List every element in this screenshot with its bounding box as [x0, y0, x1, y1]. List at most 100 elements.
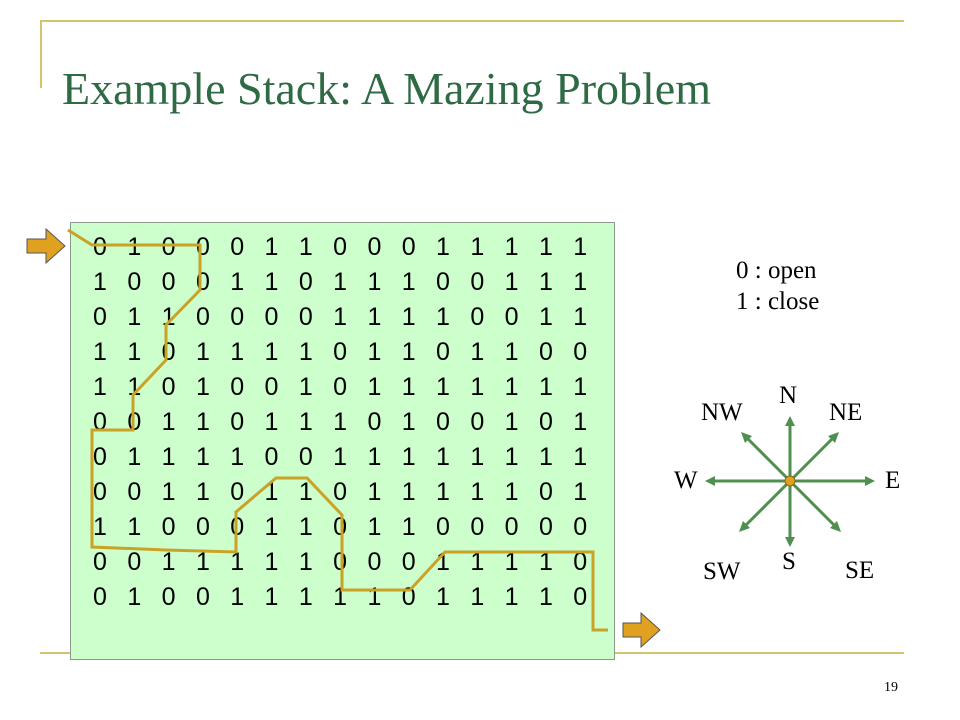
maze-cell: 0: [230, 303, 245, 331]
maze-cell: 0: [230, 513, 245, 541]
maze-cell: 1: [195, 408, 210, 436]
maze-cell: 1: [436, 478, 450, 506]
maze-cell: 1: [367, 338, 382, 366]
maze-cell: 1: [538, 443, 553, 471]
maze-cell: 1: [230, 583, 245, 611]
maze-cell: 0: [195, 513, 210, 541]
maze-cell: 1: [367, 513, 382, 541]
maze-cell: 1: [298, 478, 313, 506]
compass: [705, 416, 875, 547]
maze-cell: 1: [298, 408, 313, 436]
maze-cell: 1: [264, 548, 279, 576]
maze-cell: 0: [298, 303, 313, 331]
maze-cell: 1: [333, 268, 348, 296]
maze-cell: 1: [538, 373, 553, 401]
maze-cell: 1: [161, 478, 176, 506]
maze-cell: 0: [127, 478, 142, 506]
maze-cell: 1: [127, 443, 142, 471]
maze-cell: 1: [161, 548, 176, 576]
maze-cell: 0: [367, 408, 382, 436]
maze-cell: 1: [470, 443, 485, 471]
maze-cell: 0: [195, 583, 210, 611]
compass-arrow-n: [785, 416, 795, 481]
compass-label-w: W: [674, 467, 698, 494]
maze-cell: 1: [93, 338, 107, 366]
maze-cell: 0: [436, 408, 450, 436]
compass-arrow-w: [705, 476, 790, 486]
maze-cell: 1: [333, 443, 348, 471]
maze-cell: 1: [367, 303, 382, 331]
maze-cell: 0: [470, 408, 485, 436]
maze-cell: 1: [504, 408, 519, 436]
slide-title: Example Stack: A Mazing Problem: [62, 63, 712, 114]
maze-cell: 1: [195, 338, 210, 366]
maze-cell: 1: [401, 513, 416, 541]
maze-cell: 0: [230, 373, 245, 401]
decor-line-top: [40, 20, 904, 22]
decor-line-left: [40, 20, 42, 88]
maze-cell: 1: [470, 478, 485, 506]
exit-arrow: [622, 611, 661, 649]
maze-cell: 0: [573, 583, 588, 611]
maze-cell: 0: [401, 548, 416, 576]
maze-cell: 1: [127, 513, 142, 541]
maze-cell: 1: [504, 373, 519, 401]
maze-cell: 1: [470, 583, 485, 611]
compass-label-ne: NE: [829, 399, 863, 426]
maze-cell: 1: [504, 548, 519, 576]
maze-cell: 1: [127, 583, 142, 611]
maze-cell: 1: [230, 338, 245, 366]
maze-cell: 1: [230, 548, 245, 576]
maze-cell: 0: [230, 408, 245, 436]
maze-cell: 1: [298, 338, 313, 366]
maze-cell: 1: [573, 373, 588, 401]
maze-cell: 0: [161, 233, 176, 261]
maze-cell: 0: [264, 443, 279, 471]
maze-cell: 0: [436, 338, 450, 366]
maze-cell: 1: [504, 478, 519, 506]
maze-cell: 1: [401, 303, 416, 331]
maze-cell: 1: [573, 303, 588, 331]
maze-cell: 1: [401, 443, 416, 471]
maze-cell: 1: [538, 583, 553, 611]
maze-cell: 0: [195, 268, 210, 296]
maze-cell: 1: [538, 303, 553, 331]
maze-cell: 1: [401, 268, 416, 296]
maze-cell: 1: [264, 583, 279, 611]
maze-cell: 0: [538, 338, 553, 366]
maze-cell: 1: [298, 548, 313, 576]
maze-cell: 1: [401, 338, 416, 366]
maze-cell: 1: [538, 233, 553, 261]
maze-cell: 1: [93, 373, 107, 401]
maze-cell: 0: [573, 338, 588, 366]
maze-cell: 0: [93, 548, 107, 576]
maze-cell: 0: [127, 268, 142, 296]
maze-cell: 0: [230, 478, 245, 506]
maze-cell: 1: [504, 338, 519, 366]
maze-cell: 1: [504, 233, 519, 261]
legend: 0 : open 1 : close: [736, 255, 819, 317]
maze-cell: 1: [230, 268, 245, 296]
maze-cell: 0: [127, 408, 142, 436]
maze-cell: 1: [436, 443, 450, 471]
maze-cell: 1: [470, 233, 485, 261]
maze-cell: 1: [573, 443, 588, 471]
maze-cell: 0: [504, 303, 519, 331]
maze-cell: 1: [264, 513, 279, 541]
maze-cell: 1: [504, 443, 519, 471]
maze-cell: 0: [333, 338, 348, 366]
compass-label-s: S: [782, 548, 796, 575]
maze-cell: 1: [401, 408, 416, 436]
maze-cell: 1: [298, 513, 313, 541]
maze-cell: 0: [470, 513, 485, 541]
maze-cell: 1: [367, 583, 382, 611]
maze-cell: 0: [538, 408, 553, 436]
compass-label-nw: NW: [701, 399, 743, 426]
